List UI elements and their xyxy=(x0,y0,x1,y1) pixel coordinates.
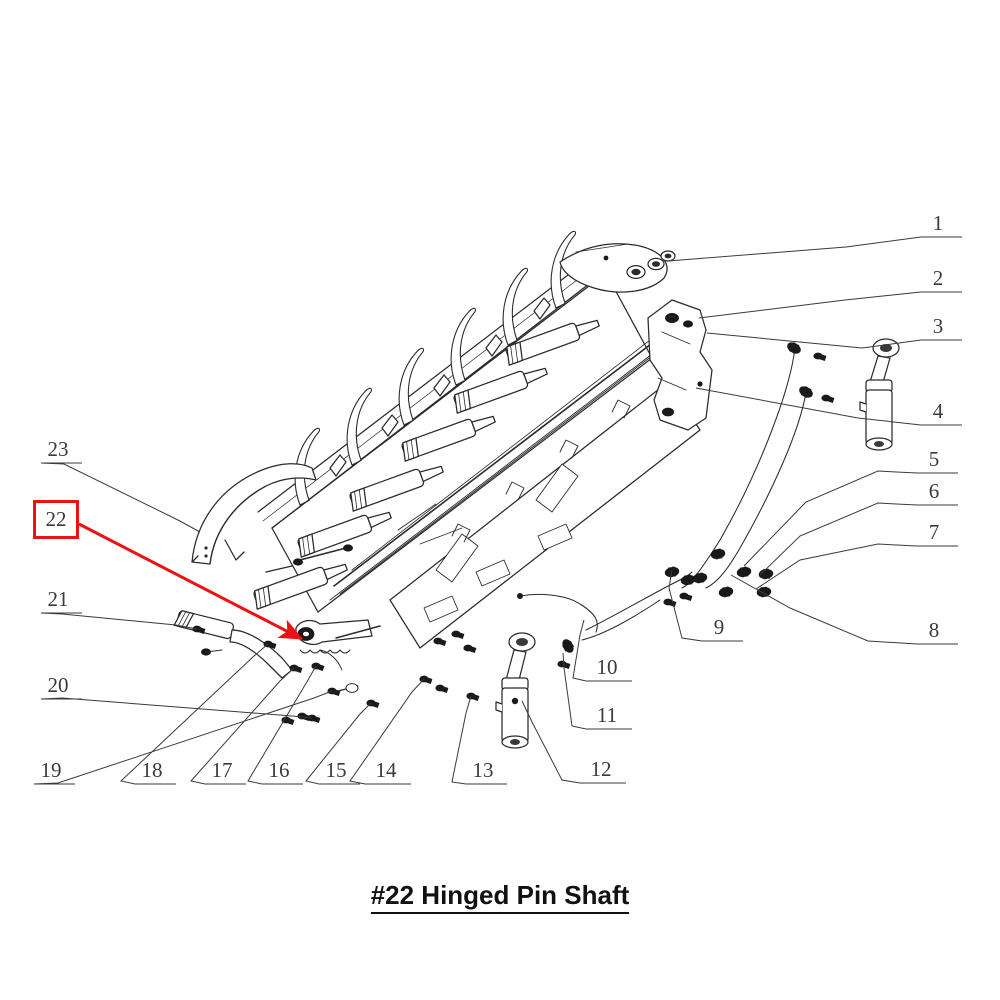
callout-number-16[interactable]: 16 xyxy=(268,758,290,782)
leader-line-3 xyxy=(706,332,922,349)
callout-leader-lines xyxy=(33,236,922,785)
leader-line-13 xyxy=(451,695,472,785)
leader-line-10 xyxy=(572,619,587,682)
callout-number-12[interactable]: 12 xyxy=(590,757,612,781)
leader-line-17 xyxy=(190,667,295,785)
leader-line-4 xyxy=(695,387,922,426)
tine-bar-assemblies xyxy=(253,319,600,610)
diagram-caption: #22 Hinged Pin Shaft xyxy=(0,880,1000,914)
callout-underlines xyxy=(34,236,962,785)
leader-line-15 xyxy=(305,702,372,785)
leader-line-2 xyxy=(698,291,922,319)
leader-line-18 xyxy=(119,643,269,785)
callout-number-6[interactable]: 6 xyxy=(928,479,940,503)
main-frame-box xyxy=(271,272,701,649)
callout-number-1[interactable]: 1 xyxy=(932,211,944,235)
leader-line-7 xyxy=(755,543,918,590)
callout-number-7[interactable]: 7 xyxy=(928,520,940,544)
leader-line-9 xyxy=(668,569,703,642)
callout-highlight-22[interactable]: 22 xyxy=(33,500,79,539)
callout-number-2[interactable]: 2 xyxy=(932,266,944,290)
callout-number-15[interactable]: 15 xyxy=(325,758,347,782)
callout-number-21[interactable]: 21 xyxy=(47,587,69,611)
connector-rods xyxy=(265,527,463,693)
callout-number-9[interactable]: 9 xyxy=(713,615,725,639)
callout-number-19[interactable]: 19 xyxy=(40,758,62,782)
lower-hydraulic-cylinder xyxy=(495,632,536,749)
callout-number-18[interactable]: 18 xyxy=(141,758,163,782)
leader-line-1 xyxy=(667,236,922,262)
machine-assembly-drawing xyxy=(173,229,900,749)
left-linkage-arm xyxy=(173,610,293,679)
callout-number-17[interactable]: 17 xyxy=(211,758,233,782)
callout-number-23[interactable]: 23 xyxy=(47,437,69,461)
right-hydraulic-cylinder xyxy=(859,338,900,451)
leader-line-16 xyxy=(247,665,317,785)
leader-line-6 xyxy=(759,502,918,576)
mount-bracket-assembly xyxy=(559,243,713,431)
leader-line-21 xyxy=(40,612,198,630)
leader-line-11 xyxy=(562,652,587,730)
callout-number-8[interactable]: 8 xyxy=(928,618,940,642)
left-end-plate xyxy=(191,463,317,565)
leader-line-20 xyxy=(40,697,313,719)
callout-number-11[interactable]: 11 xyxy=(596,703,618,727)
caption-text: #22 Hinged Pin Shaft xyxy=(370,880,630,914)
callout-number-14[interactable]: 14 xyxy=(375,758,397,782)
hinged-pin-shaft-area xyxy=(295,619,373,671)
frame-rails xyxy=(333,327,679,595)
callout-number-20[interactable]: 20 xyxy=(47,673,69,697)
callout-number-3[interactable]: 3 xyxy=(932,314,944,338)
callout-number-13[interactable]: 13 xyxy=(472,758,494,782)
leader-line-14 xyxy=(349,678,425,785)
leader-line-8 xyxy=(730,574,918,645)
auger-flights xyxy=(268,229,607,508)
callout-number-10[interactable]: 10 xyxy=(596,655,618,679)
hydraulic-fittings-cluster xyxy=(517,339,835,669)
leader-line-12 xyxy=(521,700,581,784)
highlight-arrow xyxy=(78,522,304,641)
callout-number-4[interactable]: 4 xyxy=(932,399,944,423)
leader-line-5 xyxy=(743,470,918,567)
callout-number-5[interactable]: 5 xyxy=(928,447,940,471)
